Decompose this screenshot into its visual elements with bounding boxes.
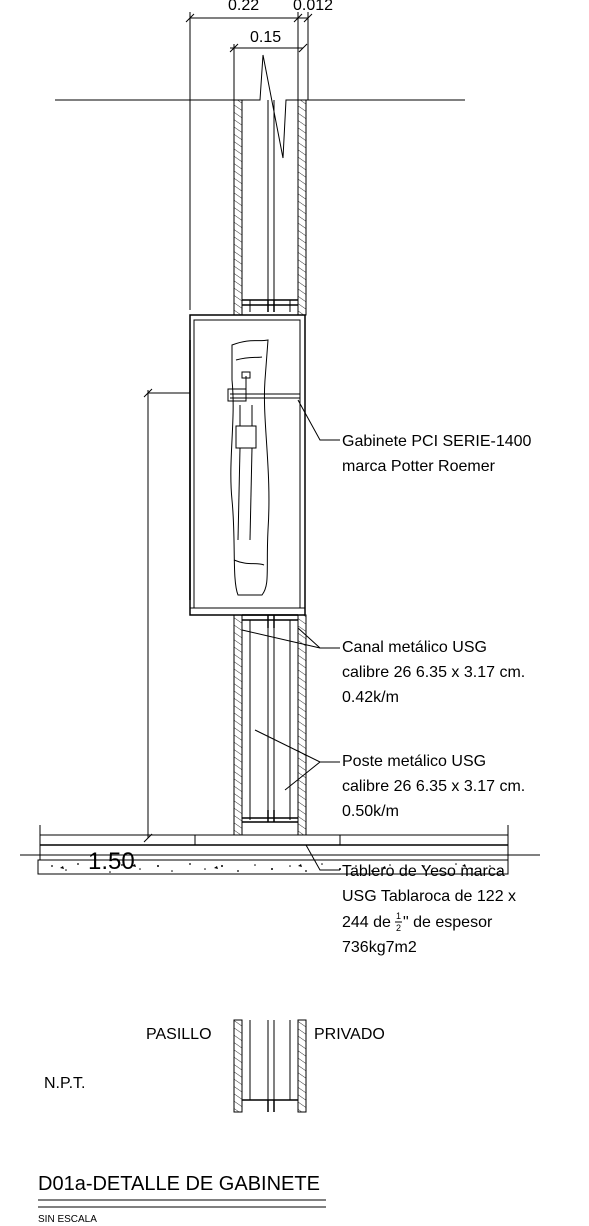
leader-lines: [241, 399, 340, 871]
break-line: [55, 54, 465, 159]
zone-left-label: PASILLO: [146, 1026, 212, 1043]
dimension-inner-width: 0.15: [250, 29, 281, 46]
fraction-numerator: 1: [396, 911, 401, 921]
zone-right-label: PRIVADO: [314, 1026, 385, 1043]
drawing-subtitle: SIN ESCALA: [38, 1214, 97, 1225]
wall-base: [233, 1019, 307, 1113]
dimension-top-width: 0.22: [228, 0, 259, 14]
wall-lower: [233, 614, 307, 836]
floor: [20, 825, 540, 875]
callout-stud: Poste metálico USG calibre 26 6.35 x 3.1…: [342, 753, 525, 820]
callout-board-line-3a: 244 de: [342, 914, 391, 931]
callout-board-line-4: 736kg7m2: [342, 939, 417, 956]
callout-cabinet-line-1: Gabinete PCI SERIE-1400: [342, 433, 532, 450]
callout-stud-line-2: calibre 26 6.35 x 3.17 cm.: [342, 778, 525, 795]
callout-channel-line-2: calibre 26 6.35 x 3.17 cm.: [342, 664, 525, 681]
drawing-title: D01a-DETALLE DE GABINETE: [38, 1173, 320, 1195]
height-dimension: 1.50: [88, 388, 190, 875]
level-label: N.P.T.: [44, 1075, 86, 1092]
callout-channel-line-1: Canal metálico USG: [342, 639, 487, 656]
callout-stud-line-3: 0.50k/m: [342, 803, 399, 820]
callout-board-line-3b: " de espesor: [403, 914, 493, 931]
callout-board-line-1: Tablero de Yeso marca: [342, 863, 505, 880]
callout-board: Tablero de Yeso marca USG Tablaroca de 1…: [342, 863, 516, 956]
callout-channel-line-3: 0.42k/m: [342, 689, 399, 706]
callout-channel: Canal metálico USG calibre 26 6.35 x 3.1…: [342, 639, 525, 706]
top-dimensions: 0.22 0.012 0.15: [185, 0, 333, 310]
dimension-height: 1.50: [88, 848, 135, 875]
callout-cabinet-line-2: marca Potter Roemer: [342, 458, 496, 475]
dimension-top-side: 0.012: [293, 0, 333, 14]
title-block: D01a-DETALLE DE GABINETE SIN ESCALA: [38, 1173, 326, 1225]
callout-cabinet: Gabinete PCI SERIE-1400 marca Potter Roe…: [342, 433, 532, 475]
fraction-denominator: 2: [396, 923, 401, 933]
cabinet: [189, 314, 306, 616]
callout-stud-line-1: Poste metálico USG: [342, 753, 486, 770]
callout-board-line-2: USG Tablaroca de 122 x: [342, 888, 516, 905]
concrete-texture: [51, 863, 501, 873]
wall-upper: [233, 99, 307, 316]
